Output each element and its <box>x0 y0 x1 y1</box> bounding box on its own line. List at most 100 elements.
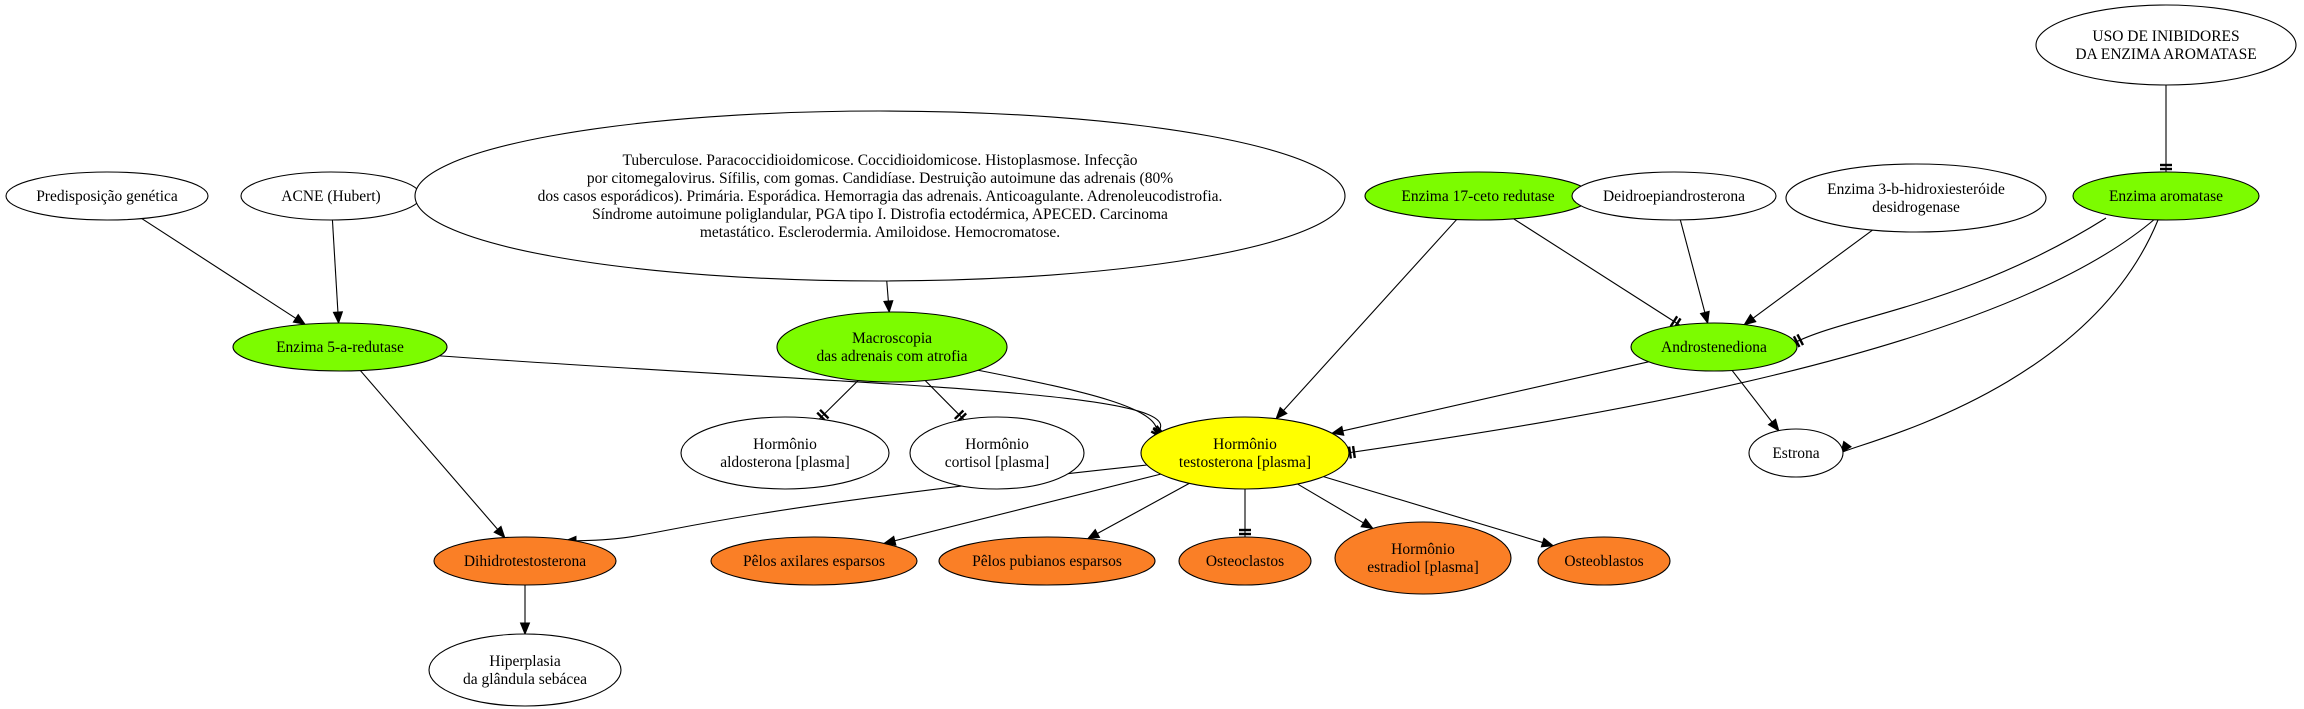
node-cortisol-label-line-1: Hormônio <box>965 436 1029 453</box>
node-uso-ellipse <box>2035 4 2297 86</box>
node-estrona-label-line-1: Estrona <box>1772 445 1819 462</box>
node-androstenediona-ellipse <box>1630 322 1798 372</box>
edge-macroscopia-to-aldosterona <box>818 380 859 420</box>
node-enzima17-label-line-1: Enzima 17-ceto redutase <box>1401 188 1554 205</box>
edge-deidroepiandrosterona-to-androstenediona <box>1679 219 1709 324</box>
edge-androstenediona-to-estrona-arrowhead <box>1767 418 1780 432</box>
node-estrona-ellipse <box>1748 428 1844 478</box>
edge-aromatase-to-androstenediona-tee-bar-2 <box>1796 333 1805 346</box>
node-enzima3b-label-line-2: desidrogenase <box>1872 199 1960 216</box>
node-aldosterona-label-line-2: aldosterona [plasma] <box>720 454 850 471</box>
edge-testosterona-to-pubianos <box>1087 482 1190 540</box>
edge-aromatase-to-estrona-arrowhead <box>1840 440 1852 455</box>
node-cortisol-ellipse <box>909 416 1085 490</box>
node-tuberculose: Tuberculose. Paracoccidioidomicose. Cocc… <box>414 110 1346 282</box>
node-enzima3b-label-line-1: Enzima 3-b-hidroxiesteróide <box>1827 181 2005 198</box>
node-hiperplasia-label-line-2: da glândula sebácea <box>463 671 587 688</box>
edge-testosterona-to-axilares <box>884 473 1161 544</box>
node-deidroepiandrosterona-ellipse <box>1571 171 1777 221</box>
node-predisposicao-ellipse <box>5 171 209 221</box>
edge-enzima17-to-androstenediona-tee-bar-2 <box>1669 315 1679 328</box>
edge-testosterona-to-osteoblastos <box>1323 476 1554 547</box>
node-estradiol-ellipse <box>1334 521 1512 595</box>
node-tuberculose-ellipse <box>414 110 1346 282</box>
node-macroscopia-ellipse <box>776 311 1008 383</box>
node-tuberculose-label-line-1: Tuberculose. Paracoccidioidomicose. Cocc… <box>622 152 1137 169</box>
node-aldosterona-ellipse <box>680 416 890 490</box>
node-pubianos: Pêlos pubianos esparsos <box>938 536 1156 586</box>
node-osteoblastos-label-line-1: Osteoblastos <box>1564 553 1643 570</box>
node-enzima5a: Enzima 5-a-redutase <box>232 322 448 372</box>
edge-acne-to-enzima5a <box>331 219 340 324</box>
node-aromatase-ellipse <box>2072 171 2260 221</box>
node-pubianos-ellipse <box>938 536 1156 586</box>
edge-androstenediona-to-testosterona-arrowhead <box>1330 425 1345 436</box>
node-cortisol-label-line-2: cortisol [plasma] <box>945 454 1050 471</box>
edge-testosterona-to-pubianos-arrowhead <box>1086 528 1101 540</box>
node-aldosterona-label-line-1: Hormônio <box>753 436 817 453</box>
node-osteoclastos-ellipse <box>1178 536 1312 586</box>
node-testosterona-label-line-1: Hormônio <box>1213 436 1277 453</box>
node-dihidrotestosterona-label-line-1: Dihidrotestosterona <box>464 553 586 570</box>
edge-enzima17-to-androstenediona <box>1513 218 1681 326</box>
node-enzima5a-ellipse <box>232 322 448 372</box>
node-tuberculose-label-line-4: Síndrome autoimune poliglandular, PGA ti… <box>592 206 1168 223</box>
node-axilares-ellipse <box>710 536 918 586</box>
edge-enzima3b-to-androstenediona <box>1743 229 1873 326</box>
node-osteoblastos-ellipse <box>1537 536 1671 586</box>
node-enzima3b-ellipse <box>1785 163 2047 233</box>
edge-macroscopia-to-testosterona <box>971 368 1158 438</box>
node-axilares: Pêlos axilares esparsos <box>710 536 918 586</box>
edge-enzima3b-to-androstenediona-arrowhead <box>1743 313 1757 326</box>
edge-testosterona-to-dihidrotestosterona <box>564 464 1148 542</box>
edge-testosterona-to-estradiol <box>1297 483 1374 529</box>
edge-enzima5a-to-testosterona <box>399 352 1162 436</box>
node-deidroepiandrosterona: Deidroepiandrosterona <box>1571 171 1777 221</box>
node-aromatase: Enzima aromatase <box>2072 171 2260 221</box>
edge-enzima5a-to-dihidrotestosterona <box>359 370 506 538</box>
node-osteoblastos: Osteoblastos <box>1537 536 1671 586</box>
node-androstenediona-label-line-1: Androstenediona <box>1661 339 1767 356</box>
node-testosterona-label-line-2: testosterona [plasma] <box>1179 454 1311 471</box>
node-axilares-label-line-1: Pêlos axilares esparsos <box>743 553 885 570</box>
edge-testosterona-to-osteoblastos-arrowhead <box>1540 537 1555 548</box>
node-tuberculose-label-line-2: por citomegalovirus. Sífilis, com gomas.… <box>587 170 1173 187</box>
edge-acne-to-enzima5a-arrowhead <box>332 311 344 325</box>
node-osteoclastos-label-line-1: Osteoclastos <box>1206 553 1284 570</box>
node-acne: ACNE (Hubert) <box>240 171 422 221</box>
node-androstenediona: Androstenediona <box>1630 322 1798 372</box>
edge-aromatase-to-androstenediona <box>1793 217 2107 344</box>
node-enzima5a-label-line-1: Enzima 5-a-redutase <box>276 339 404 356</box>
node-pubianos-label-line-1: Pêlos pubianos esparsos <box>972 553 1122 570</box>
node-testosterona-ellipse <box>1140 416 1350 490</box>
node-dihidrotestosterona-ellipse <box>433 536 617 586</box>
node-tuberculose-label-line-5: metastático. Esclerodermia. Amiloidose. … <box>700 224 1060 241</box>
node-predisposicao-label-line-1: Predisposição genética <box>36 188 178 205</box>
edge-macroscopia-to-cortisol-tee-bar-2 <box>953 409 965 420</box>
edge-aromatase-to-testosterona <box>1346 217 2157 454</box>
node-acne-label-line-1: ACNE (Hubert) <box>281 188 380 205</box>
node-osteoclastos: Osteoclastos <box>1178 536 1312 586</box>
node-macroscopia-label-line-1: Macroscopia <box>852 330 932 347</box>
edge-predisposicao-to-enzima5a-arrowhead <box>292 313 307 326</box>
node-hiperplasia-ellipse <box>428 633 622 707</box>
edge-enzima17-to-testosterona <box>1275 219 1458 420</box>
edge-androstenediona-to-estrona <box>1731 370 1780 432</box>
node-predisposicao: Predisposição genética <box>5 171 209 221</box>
edge-aromatase-to-estrona <box>1840 219 2159 454</box>
edge-enzima17-to-testosterona-arrowhead <box>1275 406 1288 420</box>
node-tuberculose-label-line-3: dos casos esporádicos). Primária. Esporá… <box>538 188 1223 205</box>
node-uso-label-line-1: USO DE INIBIDORES <box>2092 28 2239 45</box>
node-estrona: Estrona <box>1748 428 1844 478</box>
edge-testosterona-to-estradiol-arrowhead <box>1360 518 1374 530</box>
node-estradiol-label-line-1: Hormônio <box>1391 541 1455 558</box>
edge-aromatase-to-androstenediona-tee-bar-1 <box>1792 335 1801 348</box>
edge-aromatase-to-testosterona-tee-bar-1 <box>1347 446 1353 459</box>
node-uso-label-line-2: DA ENZIMA AROMATASE <box>2075 46 2256 63</box>
